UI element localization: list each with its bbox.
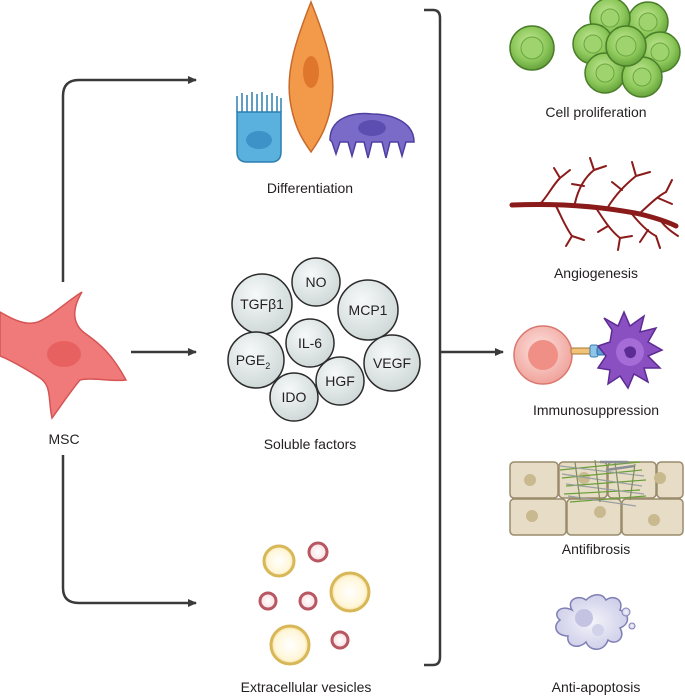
arrow-msc-to-vesicles xyxy=(61,455,197,607)
factor-vegf: VEGF xyxy=(363,334,421,392)
blood-vessel xyxy=(509,157,679,251)
factor-il6: IL-6 xyxy=(285,318,335,368)
immunosuppression-label: Immunosuppression xyxy=(532,402,660,418)
apoptotic-cell xyxy=(555,594,636,650)
factor-pge2: PGE2 xyxy=(227,331,285,389)
factor-mcp1: MCP1 xyxy=(337,279,399,341)
svg-text:VEGF: VEGF xyxy=(373,355,411,371)
extracellular-vesicles-label: Extracellular vesicles xyxy=(240,679,372,695)
green-cell-single xyxy=(509,25,555,71)
ciliated-cell xyxy=(236,92,282,163)
svg-text:IDO: IDO xyxy=(282,389,307,405)
svg-text:HGF: HGF xyxy=(325,373,355,389)
t-cell xyxy=(513,325,573,385)
collagen-fibers xyxy=(559,459,647,507)
dendritic-cell xyxy=(596,310,664,390)
svg-text:NO: NO xyxy=(306,274,327,290)
anti-apoptosis-label: Anti-apoptosis xyxy=(551,679,641,695)
factor-tgfb1: TGFβ1 xyxy=(231,273,293,335)
proliferating-cells xyxy=(509,0,681,98)
immune-interaction xyxy=(513,310,664,390)
svg-text:IL-6: IL-6 xyxy=(298,335,322,351)
svg-text:MCP1: MCP1 xyxy=(349,302,388,318)
fibrotic-tissue xyxy=(509,459,684,536)
green-cell-cluster xyxy=(572,0,681,98)
extracellular-vesicles xyxy=(258,541,371,666)
antifibrosis-label: Antifibrosis xyxy=(561,541,631,557)
cell-proliferation-label: Cell proliferation xyxy=(545,104,647,120)
outcome-bracket xyxy=(424,8,442,667)
differentiation-label: Differentiation xyxy=(266,180,354,196)
soluble-factors-label: Soluble factors xyxy=(263,436,357,452)
svg-text:TGFβ1: TGFβ1 xyxy=(240,296,284,312)
osteocyte-like-cell xyxy=(329,112,415,159)
angiogenesis-label: Angiogenesis xyxy=(553,265,639,281)
arrow-msc-to-differentiation xyxy=(61,76,197,282)
msc-cell xyxy=(0,291,128,420)
svg-text:PGE2: PGE2 xyxy=(236,352,271,371)
msc-label: MSC xyxy=(48,431,80,447)
factor-no: NO xyxy=(291,257,341,307)
factor-ido: IDO xyxy=(269,372,319,422)
arrows xyxy=(61,8,504,667)
soluble-factors: NO TGFβ1 MCP1 IL-6 PGE2 VEGF HGF IDO xyxy=(227,257,421,422)
differentiated-cells xyxy=(236,0,415,163)
msc-nucleus xyxy=(47,341,81,367)
factor-hgf: HGF xyxy=(315,356,365,406)
